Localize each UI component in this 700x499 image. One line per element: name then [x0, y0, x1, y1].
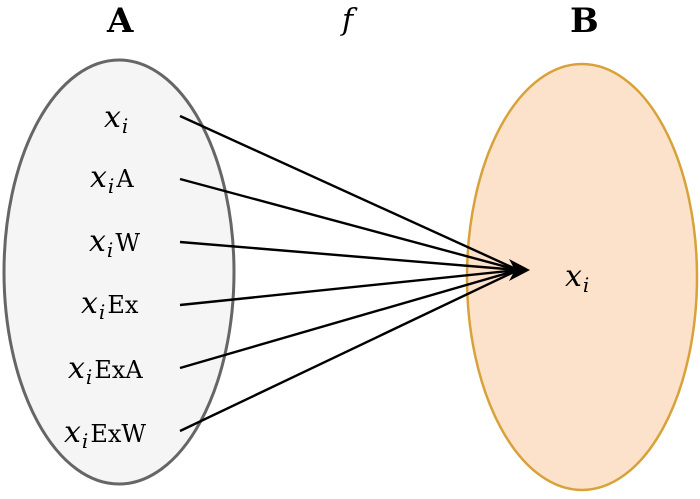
element-var: x — [89, 224, 106, 259]
set-b-title: B — [570, 1, 599, 41]
element-suffix: Ex — [107, 291, 139, 319]
function-label: f — [342, 3, 354, 38]
element-sub: i — [98, 300, 106, 324]
set-a-ellipse — [2, 58, 236, 486]
element-suffix: ExW — [90, 420, 147, 448]
element-sub: i — [85, 365, 93, 389]
arrowhead — [509, 259, 530, 281]
element-sub: i — [107, 174, 115, 198]
element-var: x — [64, 415, 81, 450]
mapping-arrow — [179, 268, 519, 433]
set-a-element: xiExA — [68, 351, 143, 388]
set-a-element: xiEx — [81, 286, 139, 323]
element-suffix: A — [116, 165, 134, 193]
set-a-element: xiW — [89, 224, 140, 261]
element-var: x — [90, 160, 107, 195]
mapping-arrow — [179, 177, 519, 272]
set-b-element: xi — [565, 259, 591, 296]
mapping-arrow — [179, 268, 519, 307]
set-b-ellipse — [465, 62, 699, 492]
element-sub: i — [106, 238, 114, 262]
element-sub: i — [81, 429, 89, 453]
set-b-element-var: x — [565, 259, 582, 294]
set-a-title: A — [107, 1, 134, 41]
element-sub: i — [121, 114, 129, 138]
element-suffix: ExA — [94, 356, 143, 384]
mapping-arrow — [179, 240, 519, 272]
element-var: x — [68, 351, 85, 386]
set-a-element: xi — [104, 100, 130, 137]
set-a-element: xiExW — [64, 415, 147, 452]
element-suffix: W — [115, 229, 140, 257]
element-var: x — [104, 100, 121, 135]
element-var: x — [81, 286, 98, 321]
mapping-arrow — [179, 268, 519, 370]
set-a-element: xiA — [90, 160, 134, 197]
mapping-arrows — [179, 114, 519, 433]
mapping-arrow — [179, 114, 519, 272]
set-b-element-sub: i — [582, 273, 590, 297]
